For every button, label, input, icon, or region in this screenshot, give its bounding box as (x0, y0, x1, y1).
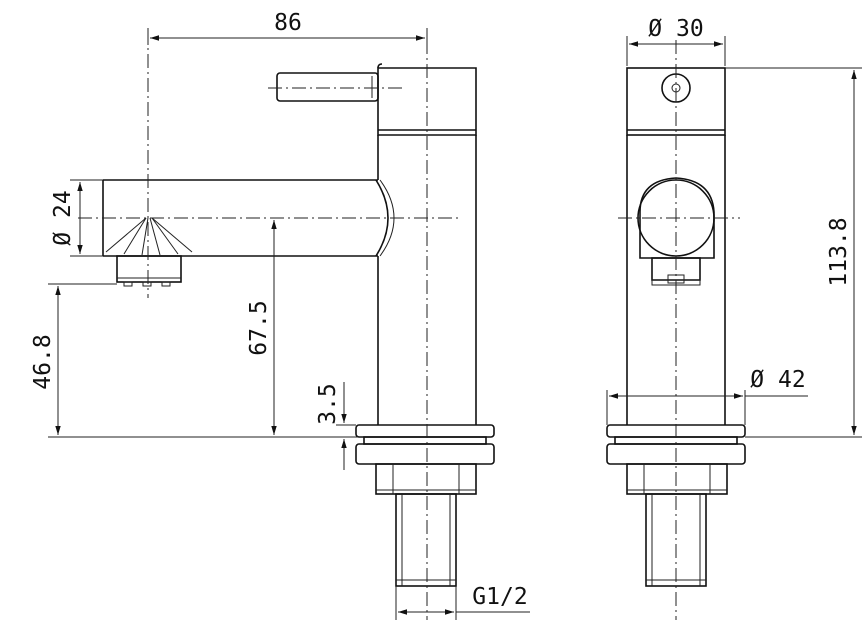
dimensions: 86 Ø 30 Ø 24 46.8 67.5 (30, 10, 862, 620)
dim-width-total: 86 (147, 10, 428, 45)
dim-thread-label: G1/2 (472, 584, 527, 610)
aerator (116, 255, 182, 287)
dim-spout-height-label: 67.5 (246, 300, 272, 355)
dim-base-offset: 3.5 (315, 382, 356, 470)
handle-lever (276, 72, 379, 102)
dim-diameter-base-label: Ø 42 (750, 367, 805, 393)
dim-diameter-top-label: Ø 30 (648, 16, 703, 42)
front-column (626, 135, 726, 425)
dim-diameter-base: Ø 42 (606, 367, 808, 425)
front-centerlines (618, 40, 740, 620)
threaded-shank (395, 493, 457, 587)
dim-width-total-label: 86 (274, 10, 302, 36)
dim-aerator-height-label: 46.8 (30, 334, 56, 389)
dim-diameter-spout: Ø 24 (50, 179, 103, 257)
dim-aerator-height: 46.8 (30, 283, 358, 438)
dim-diameter-spout-label: Ø 24 (50, 190, 76, 245)
side-view (78, 30, 495, 620)
dim-height-total-label: 113.8 (826, 217, 852, 286)
faucet-column (377, 135, 477, 425)
dim-spout-height: 67.5 (246, 220, 277, 435)
dim-base-offset-label: 3.5 (315, 383, 341, 425)
front-base-flange (606, 424, 746, 495)
side-centerlines (78, 30, 462, 620)
base-flange (355, 424, 495, 495)
front-spout-end (636, 177, 715, 286)
dim-diameter-top: Ø 30 (626, 16, 726, 66)
front-view (606, 40, 746, 620)
dim-thread: G1/2 (395, 584, 530, 620)
spout (102, 179, 395, 257)
dim-height-total: 113.8 (725, 67, 862, 438)
